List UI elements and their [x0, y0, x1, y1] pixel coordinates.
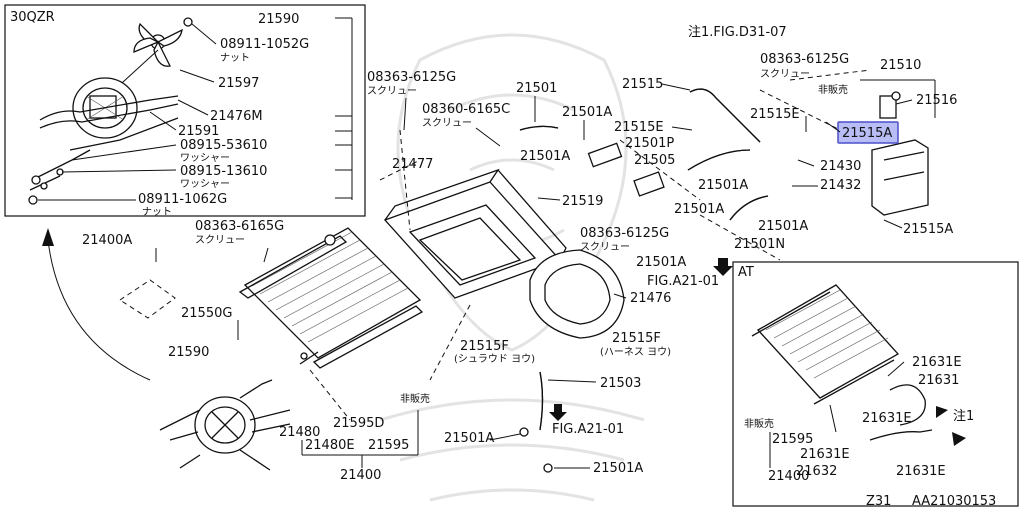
callout-21501a-c: 21501A: [698, 178, 748, 193]
callout-21400a: 21400A: [82, 233, 132, 248]
at-callout-21631e-a: 21631E: [912, 355, 962, 370]
callout-21505: 21505: [634, 153, 675, 168]
callout-08363-6165g: 08363-6165G: [195, 219, 284, 234]
at-callout-21632: 21632: [796, 464, 837, 479]
fig-ref-a: FIG.A21-01: [647, 274, 719, 289]
callout-21430: 21430: [820, 159, 861, 174]
inset-arrow: [47, 239, 151, 381]
callout-08363-6125g-a: 08363-6125G: [367, 70, 456, 85]
callout-21501p: 21501P: [625, 136, 674, 151]
hose-assembly: [519, 88, 769, 473]
callout-21477: 21477: [392, 157, 433, 172]
callout-nut-jp-2: ナット: [142, 206, 172, 218]
callout-21550g: 21550G: [181, 306, 232, 321]
callout-nut-jp: ナット: [220, 52, 250, 64]
callout-21515: 21515: [622, 77, 663, 92]
callout-21597: 21597: [218, 76, 259, 91]
footer: Z31 AA21030153: [866, 494, 996, 509]
callout-21501n: 21501N: [734, 237, 785, 252]
radiator-21400: [238, 227, 424, 369]
not-sold-a: 非販売: [818, 83, 848, 96]
callout-21515f-b: 21515F: [612, 331, 661, 346]
callout-washer-jp-1: ワッシャー: [180, 153, 230, 164]
at-not-sold: 非販売: [744, 417, 774, 430]
callout-21503: 21503: [600, 376, 641, 391]
callout-21480: 21480: [279, 425, 320, 440]
clip-jp-a: (シュラウド ヨウ): [454, 353, 535, 365]
callout-21590: 21590: [258, 12, 299, 27]
callout-08360-6165c: 08360-6165C: [422, 102, 510, 117]
callout-screw-jp-c: スクリュー: [760, 68, 810, 80]
callout-21501a-b: 21501A: [520, 149, 570, 164]
callout-21432: 21432: [820, 178, 861, 193]
callout-21501a-g: 21501A: [444, 431, 494, 446]
inset-at: AT: [732, 261, 1019, 507]
fig-ref-b: FIG.A21-01: [552, 422, 624, 437]
callout-08915-13610: 08915-13610: [180, 164, 267, 179]
callout-21510: 21510: [880, 58, 921, 73]
callout-screw-jp-e: スクリュー: [195, 234, 245, 246]
callout-21480e: 21480E: [305, 438, 355, 453]
callout-screw-jp-a: スクリュー: [367, 85, 417, 97]
callout-screw-jp-b: スクリュー: [422, 117, 472, 129]
callout-08911-1062g: 08911-1062G: [138, 192, 227, 207]
callout-21595d: 21595D: [333, 416, 384, 431]
clip-jp-b: (ハーネス ヨウ): [600, 346, 671, 358]
note-ref: 注1.FIG.D31-07: [688, 25, 787, 40]
at-callout-21631e-b: 21631E: [862, 411, 912, 426]
callout-21519: 21519: [562, 194, 603, 209]
callout-21501a-d: 21501A: [674, 202, 724, 217]
variant-label-30qzr: 30QZR: [10, 10, 55, 25]
at-callout-21631e-c: 21631E: [800, 447, 850, 462]
variant-label-at: AT: [738, 265, 754, 280]
callout-21590-b: 21590: [168, 345, 209, 360]
callout-08363-6125g-c: 08363-6125G: [580, 226, 669, 241]
at-callout-21631e-d: 21631E: [896, 464, 946, 479]
callout-21400: 21400: [340, 468, 381, 483]
reservoir-tank-21510: [871, 91, 929, 216]
callout-21515e-b: 21515E: [750, 107, 800, 122]
at-note: 注1: [953, 409, 974, 424]
footer-model: Z31: [866, 494, 891, 509]
callout-21595: 21595: [368, 438, 409, 453]
shroud-ring-21476: [529, 249, 625, 339]
fan-icon: [133, 22, 183, 67]
callout-21515a-b: 21515A: [903, 222, 953, 237]
lower-fan-21590: [159, 379, 291, 471]
callout-screw-jp-d: スクリュー: [580, 241, 630, 253]
leader-lines: [155, 79, 936, 469]
callout-21501: 21501: [516, 81, 557, 96]
at-callout-21595: 21595: [772, 432, 813, 447]
at-callout-21631: 21631: [918, 373, 959, 388]
labels-at: 21631E 21631 21631E 注1 非販売 21595 21631E …: [744, 355, 974, 484]
callout-21501a-a: 21501A: [562, 105, 612, 120]
callout-08363-6125g-b: 08363-6125G: [760, 52, 849, 67]
footer-code: AA21030153: [912, 494, 996, 509]
callout-21476: 21476: [630, 291, 671, 306]
callout-21515f-a: 21515F: [460, 339, 509, 354]
callout-21476m: 21476M: [210, 109, 263, 124]
callout-21501a-h: 21501A: [593, 461, 643, 476]
callout-21515e-a: 21515E: [614, 120, 664, 135]
callout-21591: 21591: [178, 124, 219, 139]
callout-08915-53610: 08915-53610: [180, 138, 267, 153]
highlight-21515a[interactable]: [837, 121, 899, 144]
callout-21515a-highlighted: 21515A: [842, 126, 892, 141]
callout-21501a-e: 21501A: [758, 219, 808, 234]
labels-main: 注1.FIG.D31-07 08363-6125G スクリュー 08360-61…: [82, 25, 957, 483]
not-sold-b: 非販売: [400, 392, 430, 405]
callout-21516: 21516: [916, 93, 957, 108]
callout-21501a-f: 21501A: [636, 255, 686, 270]
at-callout-21400: 21400: [768, 469, 809, 484]
callout-08911-1052g: 08911-1052G: [220, 37, 309, 52]
callout-washer-jp-2: ワッシャー: [180, 179, 230, 190]
inset-30qzr: 30QZR 21590: [4, 4, 366, 218]
